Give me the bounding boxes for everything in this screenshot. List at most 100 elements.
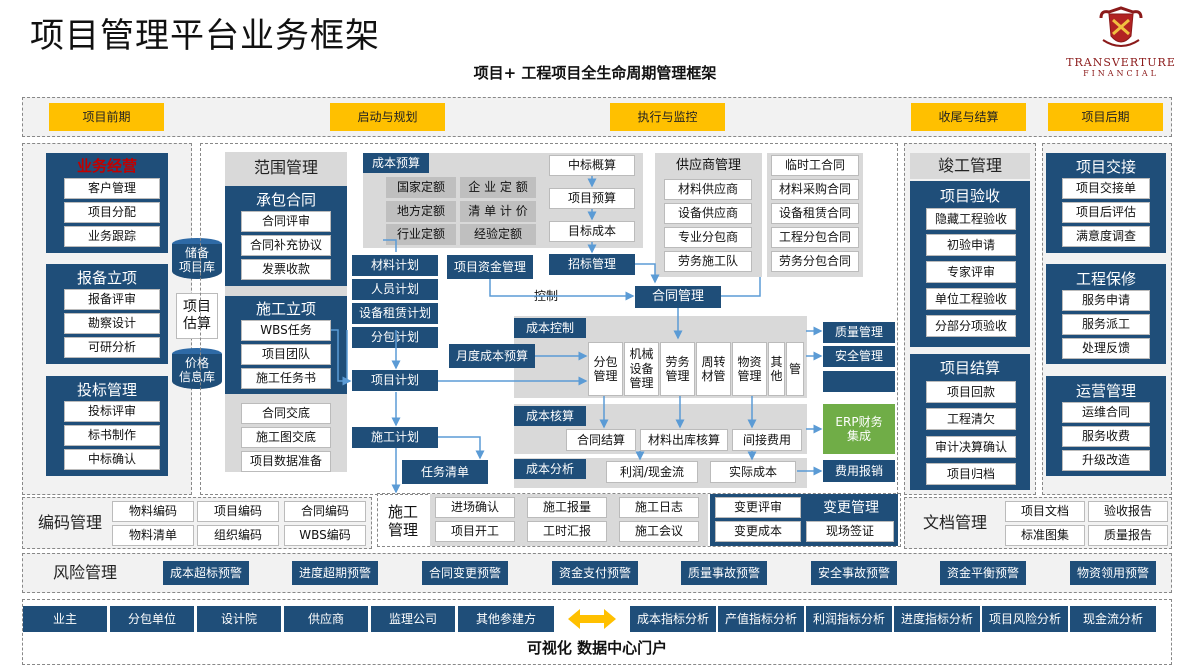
risk-quality-accident[interactable]: 质量事故预警: [681, 561, 767, 585]
phase-4[interactable]: 收尾与结算: [911, 103, 1026, 131]
contract-labor[interactable]: 劳务分包合同: [771, 251, 859, 272]
doc-quality[interactable]: 质量报告: [1088, 525, 1168, 546]
bb-item-3[interactable]: 可研分析: [64, 337, 160, 358]
warranty-dispatch[interactable]: 服务派工: [1062, 314, 1150, 335]
cm-construction-log[interactable]: 施工日志: [619, 497, 699, 518]
accept-expert-review[interactable]: 专家评审: [926, 261, 1016, 283]
cc-manage[interactable]: 管: [786, 342, 804, 396]
analysis-risk[interactable]: 项目风险分析: [982, 606, 1068, 632]
ca-indirect-cost[interactable]: 间接费用: [732, 429, 802, 451]
warranty-request[interactable]: 服务申请: [1062, 290, 1150, 311]
code-material[interactable]: 物料编码: [112, 501, 194, 522]
biz-item-1[interactable]: 客户管理: [64, 178, 160, 199]
erp-finance-integration[interactable]: ERP财务 集成: [823, 404, 895, 454]
party-supervisor[interactable]: 监理公司: [371, 606, 455, 632]
price-db-icon[interactable]: 价格 信息库: [172, 348, 222, 389]
change-cost[interactable]: 变更成本: [715, 521, 801, 542]
cc-labor[interactable]: 劳务 管理: [660, 342, 695, 396]
plan-material[interactable]: 材料计划: [352, 255, 438, 276]
quota-industry[interactable]: 行业定额: [386, 224, 456, 245]
tb-item-3[interactable]: 中标确认: [64, 449, 160, 470]
analysis-output[interactable]: 产值指标分析: [718, 606, 804, 632]
contract-management[interactable]: 合同管理: [635, 286, 721, 308]
party-subcontractor[interactable]: 分包单位: [110, 606, 194, 632]
handover-form[interactable]: 项目交接单: [1062, 178, 1150, 199]
handover-survey[interactable]: 满意度调查: [1062, 226, 1150, 247]
safety-management[interactable]: 安全管理: [823, 346, 895, 367]
risk-fund-balance[interactable]: 资金平衡预警: [940, 561, 1026, 585]
warranty-feedback[interactable]: 处理反馈: [1062, 338, 1150, 359]
scope-extra-2[interactable]: 施工图交底: [241, 427, 331, 448]
biz-item-3[interactable]: 业务跟踪: [64, 226, 160, 247]
task-list[interactable]: 任务清单: [402, 460, 488, 484]
risk-material-usage[interactable]: 物资领用预警: [1070, 561, 1156, 585]
monthly-cost-budget[interactable]: 月度成本预算: [449, 344, 535, 368]
ca-contract-settlement[interactable]: 合同结算: [566, 429, 636, 451]
store-db-icon[interactable]: 储备 项目库: [172, 238, 222, 279]
analysis-cost[interactable]: 成本指标分析: [630, 606, 716, 632]
settle-arrears[interactable]: 工程清欠: [926, 408, 1016, 430]
cc-machinery[interactable]: 机械 设备 管理: [624, 342, 659, 396]
accept-sub-items[interactable]: 分部分项验收: [926, 315, 1016, 337]
supplier-subcontractor[interactable]: 专业分包商: [664, 227, 752, 248]
site-visa[interactable]: 现场签证: [806, 521, 894, 542]
risk-safety-accident[interactable]: 安全事故预警: [811, 561, 897, 585]
ops-upgrade[interactable]: 升级改造: [1062, 450, 1150, 471]
cc-materials[interactable]: 物资 管理: [732, 342, 767, 396]
change-review[interactable]: 变更评审: [715, 497, 801, 518]
ca-material-outbound[interactable]: 材料出库核算: [640, 429, 728, 451]
cc-turnover[interactable]: 周转 材管: [696, 342, 731, 396]
settle-archive[interactable]: 项目归档: [926, 463, 1016, 485]
risk-schedule-overdue[interactable]: 进度超期预警: [292, 561, 378, 585]
quota-national[interactable]: 国家定额: [386, 177, 456, 198]
cn-actual-cost[interactable]: 实际成本: [710, 461, 796, 483]
supplier-labor[interactable]: 劳务施工队: [664, 251, 752, 272]
cbht-item-1[interactable]: 合同评审: [241, 211, 331, 232]
ops-fees[interactable]: 服务收费: [1062, 426, 1150, 447]
sglx-item-1[interactable]: WBS任务: [241, 320, 331, 341]
cc-subcontract[interactable]: 分包 管理: [588, 342, 623, 396]
phase-2[interactable]: 启动与规划: [330, 103, 445, 131]
plan-equipment[interactable]: 设备租赁计划: [352, 303, 438, 324]
expense-reimbursement[interactable]: 费用报销: [823, 460, 895, 482]
budget-project[interactable]: 项目预算: [549, 188, 635, 209]
party-design-institute[interactable]: 设计院: [197, 606, 281, 632]
party-others[interactable]: 其他参建方: [458, 606, 554, 632]
supplier-material[interactable]: 材料供应商: [664, 179, 752, 200]
plan-construction[interactable]: 施工计划: [352, 427, 438, 448]
cn-profit-cashflow[interactable]: 利润/现金流: [606, 461, 698, 483]
doc-standards[interactable]: 标准图集: [1005, 525, 1085, 546]
bb-item-1[interactable]: 报备评审: [64, 289, 160, 310]
party-supplier[interactable]: 供应商: [284, 606, 368, 632]
cm-entry-confirm[interactable]: 进场确认: [435, 497, 515, 518]
ops-contract[interactable]: 运维合同: [1062, 402, 1150, 423]
analysis-cashflow[interactable]: 现金流分析: [1070, 606, 1156, 632]
sglx-item-2[interactable]: 项目团队: [241, 344, 331, 365]
phase-3[interactable]: 执行与监控: [610, 103, 725, 131]
code-org[interactable]: 组织编码: [197, 525, 279, 546]
accept-hidden-works[interactable]: 隐藏工程验收: [926, 208, 1016, 230]
cm-project-start[interactable]: 项目开工: [435, 521, 515, 542]
scope-extra-3[interactable]: 项目数据准备: [241, 451, 331, 472]
cm-work-hours[interactable]: 工时汇报: [527, 521, 607, 542]
phase-1[interactable]: 项目前期: [49, 103, 164, 131]
code-bom[interactable]: 物料清单: [112, 525, 194, 546]
sglx-item-3[interactable]: 施工任务书: [241, 368, 331, 389]
quota-local[interactable]: 地方定额: [386, 201, 456, 222]
contract-temp[interactable]: 临时工合同: [771, 155, 859, 176]
phase-5[interactable]: 项目后期: [1048, 103, 1163, 131]
budget-target-cost[interactable]: 目标成本: [549, 221, 635, 242]
risk-contract-change[interactable]: 合同变更预警: [422, 561, 508, 585]
contract-equipment[interactable]: 设备租赁合同: [771, 203, 859, 224]
doc-acceptance[interactable]: 验收报告: [1088, 501, 1168, 522]
cm-meeting[interactable]: 施工会议: [619, 521, 699, 542]
accept-initial[interactable]: 初验申请: [926, 234, 1016, 256]
tender-management[interactable]: 招标管理: [549, 254, 635, 275]
quota-enterprise[interactable]: 企 业 定 额: [460, 177, 536, 198]
handover-evaluation[interactable]: 项目后评估: [1062, 202, 1150, 223]
cm-report-quantity[interactable]: 施工报量: [527, 497, 607, 518]
scope-extra-1[interactable]: 合同交底: [241, 403, 331, 424]
code-wbs[interactable]: WBS编码: [284, 525, 366, 546]
quota-list-pricing[interactable]: 清 单 计 价: [460, 201, 536, 222]
code-contract[interactable]: 合同编码: [284, 501, 366, 522]
